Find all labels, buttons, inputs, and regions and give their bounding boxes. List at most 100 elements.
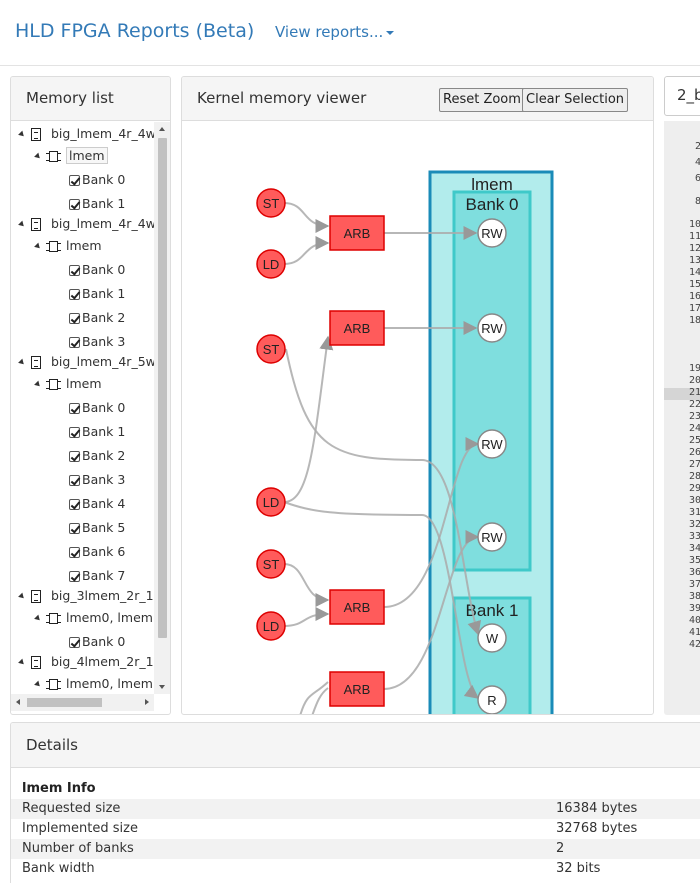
tree-item-bank[interactable]: Bank 1 (69, 284, 125, 304)
st-node[interactable]: ST (256, 549, 286, 579)
bank-checkbox[interactable] (69, 547, 80, 558)
node-label: ARB (344, 226, 371, 241)
tree-item-memory[interactable]: lmem (34, 146, 108, 166)
highlighted-line (664, 388, 700, 400)
edge (299, 681, 329, 714)
tree-item-bank[interactable]: Bank 0 (69, 632, 125, 652)
tree-item-bank[interactable]: Bank 3 (69, 470, 125, 490)
arb-node[interactable]: ARB (329, 589, 385, 625)
bank-0-box[interactable] (452, 190, 532, 572)
bank-checkbox[interactable] (69, 571, 80, 582)
arb-node[interactable]: ARB (329, 215, 385, 251)
scroll-thumb[interactable] (158, 138, 167, 638)
arb-node[interactable]: ARB (329, 310, 385, 346)
edge (383, 437, 480, 608)
tree-item-bank[interactable]: Bank 4 (69, 494, 125, 514)
scroll-thumb[interactable] (27, 698, 102, 707)
arb-node[interactable]: ARB (329, 671, 385, 707)
bank-checkbox[interactable] (69, 427, 80, 438)
bank-checkbox[interactable] (69, 523, 80, 534)
view-reports-dropdown[interactable]: View reports... (275, 23, 395, 41)
source-file-select[interactable]: 2_b (664, 76, 700, 116)
tree-item-bank[interactable]: Bank 0 (69, 170, 125, 190)
ld-node[interactable]: LD (256, 487, 286, 517)
vertical-scrollbar[interactable] (154, 122, 170, 694)
memory-label: lmem (471, 175, 513, 194)
tree-item-file[interactable]: big_4lmem_2r_1w (18, 652, 154, 672)
scroll-left-icon[interactable] (16, 699, 20, 705)
bank-checkbox[interactable] (69, 403, 80, 414)
tree-item-bank[interactable]: Bank 0 (69, 398, 125, 418)
ld-node[interactable]: LD (256, 249, 286, 279)
tree-item-label: Bank 3 (82, 334, 126, 349)
details-title: Details (11, 723, 700, 768)
kernel-memory-viewer-panel: Kernel memory viewer Reset Zoom Clear Se… (181, 76, 654, 715)
scroll-down-icon[interactable] (159, 685, 165, 689)
bank-checkbox[interactable] (69, 175, 80, 186)
node-label: ARB (344, 321, 371, 336)
details-value: 2 (556, 841, 565, 856)
w-port[interactable]: W (477, 623, 507, 653)
tree-item-bank[interactable]: Bank 3 (69, 332, 125, 352)
collapse-icon (34, 152, 42, 161)
bank-checkbox[interactable] (69, 337, 80, 348)
line-number: 2 (694, 141, 700, 152)
node-label: LD (263, 619, 280, 634)
tree-item-file[interactable]: big_lmem_4r_4w (18, 124, 154, 144)
r-port[interactable]: R (477, 685, 507, 714)
tree-item-label: Bank 1 (82, 286, 126, 301)
node-label: ST (263, 557, 280, 572)
rw-port[interactable]: RW (477, 313, 507, 343)
collapse-icon (34, 680, 42, 689)
tree-item-bank[interactable]: Bank 6 (69, 542, 125, 562)
line-number: 28 (688, 471, 700, 482)
memory-list-title: Memory list (11, 77, 170, 121)
line-number: 34 (688, 543, 700, 554)
rw-port[interactable]: RW (477, 218, 507, 248)
tree-item-bank[interactable]: Bank 1 (69, 194, 125, 214)
bank-0-label: Bank 0 (466, 195, 519, 214)
bank-checkbox[interactable] (69, 451, 80, 462)
bank-checkbox[interactable] (69, 313, 80, 324)
horizontal-scrollbar[interactable] (11, 694, 154, 711)
rw-port[interactable]: RW (477, 522, 507, 552)
st-node[interactable]: ST (256, 188, 286, 218)
tree-item-bank[interactable]: Bank 2 (69, 446, 125, 466)
bank-checkbox[interactable] (69, 499, 80, 510)
tree-item-file[interactable]: big_3lmem_2r_1w (18, 586, 154, 606)
bank-checkbox[interactable] (69, 289, 80, 300)
tree-item-bank[interactable]: Bank 5 (69, 518, 125, 538)
tree-item-bank[interactable]: Bank 7 (69, 566, 125, 586)
details-value: 32 bits (556, 861, 601, 876)
tree-item-file[interactable]: big_lmem_4r_4w (18, 214, 154, 234)
tree-item-memory[interactable]: lmem0, lmem1 (34, 674, 154, 694)
node-label: RW (481, 437, 503, 452)
edge (283, 335, 334, 503)
tree-item-bank[interactable]: Bank 0 (69, 260, 125, 280)
tree-item-memory[interactable]: lmem0, lmem1 (34, 608, 154, 628)
line-number: 8 (694, 196, 700, 207)
tree-item-bank[interactable]: Bank 2 (69, 308, 125, 328)
ld-node[interactable]: LD (256, 611, 286, 641)
bank-checkbox[interactable] (69, 637, 80, 648)
brand-title[interactable]: HLD FPGA Reports (Beta) (15, 20, 255, 42)
bank-checkbox[interactable] (69, 475, 80, 486)
bank-checkbox[interactable] (69, 199, 80, 210)
tree-item-memory[interactable]: lmem (34, 374, 102, 394)
line-number: 11 (688, 231, 700, 242)
tree-item-bank[interactable]: Bank 1 (69, 422, 125, 442)
reset-zoom-button[interactable]: Reset Zoom (439, 88, 525, 112)
st-node[interactable]: ST (256, 334, 286, 364)
tree-item-memory[interactable]: lmem (34, 236, 102, 256)
clear-selection-button[interactable]: Clear Selection (522, 88, 629, 112)
memory-graph[interactable]: lmem Bank 0 Bank 1 ST (182, 122, 653, 714)
edge (283, 236, 330, 265)
file-icon (31, 656, 41, 669)
collapse-icon (18, 358, 26, 367)
bank-checkbox[interactable] (69, 265, 80, 276)
rw-port[interactable]: RW (477, 429, 507, 459)
tree-item-file[interactable]: big_lmem_4r_5w (18, 352, 154, 372)
scroll-right-icon[interactable] (145, 699, 149, 705)
scroll-up-icon[interactable] (159, 127, 165, 131)
